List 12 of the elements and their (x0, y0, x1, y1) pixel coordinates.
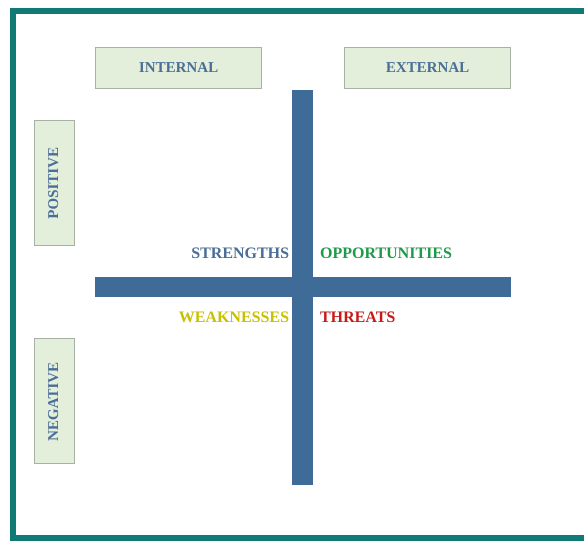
quadrant-label: STRENGTHS (191, 245, 289, 263)
header-text: EXTERNAL (386, 60, 470, 76)
header-text: POSITIVE (46, 147, 63, 219)
side-header-box (34, 120, 75, 246)
header-box (344, 47, 511, 89)
header-text: NEGATIVE (46, 362, 63, 440)
quadrant-label: WEAKNESSES (178, 309, 289, 327)
quadrant-label: OPPORTUNITIES (320, 245, 452, 263)
header-text: INTERNAL (138, 60, 218, 76)
header-box (95, 47, 262, 89)
side-header-box (34, 338, 75, 464)
quadrant-label: THREATS (320, 309, 396, 327)
